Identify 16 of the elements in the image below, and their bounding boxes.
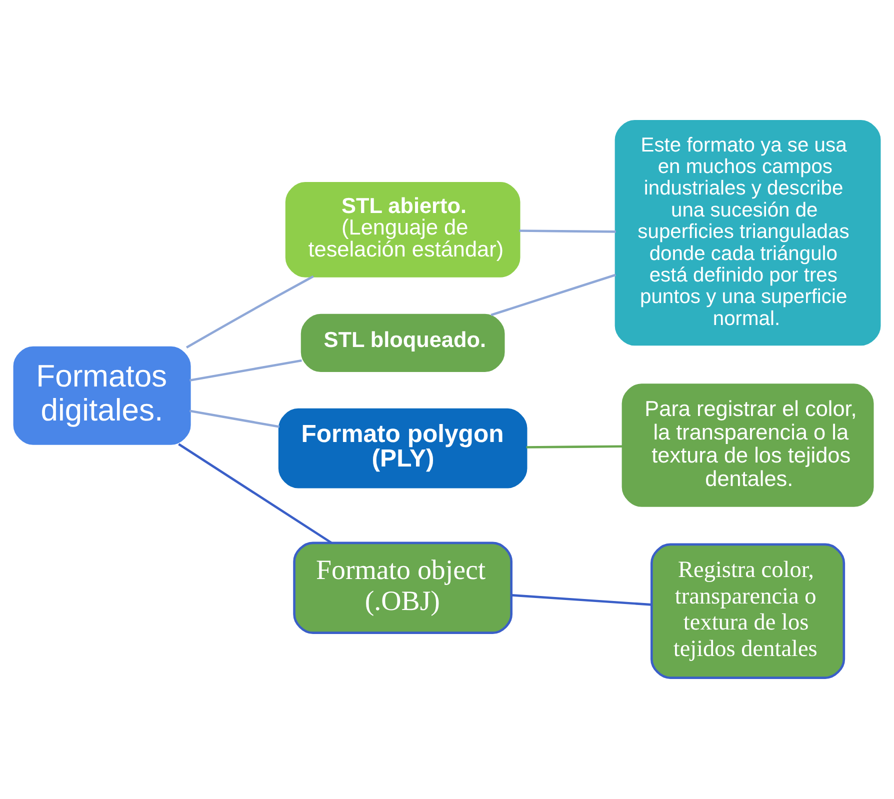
- connector: [178, 443, 332, 544]
- connector: [490, 274, 616, 316]
- connector: [512, 594, 652, 606]
- node-box: STL bloqueado.: [300, 314, 505, 372]
- node-box: STL abierto. (Lenguaje de teselación estándar): [285, 182, 520, 278]
- connector: [189, 359, 302, 382]
- connector: [526, 445, 623, 448]
- node-box: Formato polygon (PLY): [278, 408, 528, 488]
- node-box: Formato object (.OBJ): [293, 542, 512, 634]
- node-box: Para registrar el color, la transparencia o la textura de los tejidos dentales.: [622, 384, 874, 507]
- node-box: Registra color, transparencia o textura de los tejidos dentales: [650, 543, 846, 679]
- connector: [186, 275, 314, 348]
- connector: [519, 230, 616, 233]
- connector: [189, 410, 280, 428]
- node-box: Este formato ya se usa en muchos campos industriales y describe una sucesión de superficies trianguladas donde cada triángulo está definido por tres puntos y una superficie normal.: [614, 120, 881, 346]
- node-box: Formatos digitales.: [13, 346, 191, 445]
